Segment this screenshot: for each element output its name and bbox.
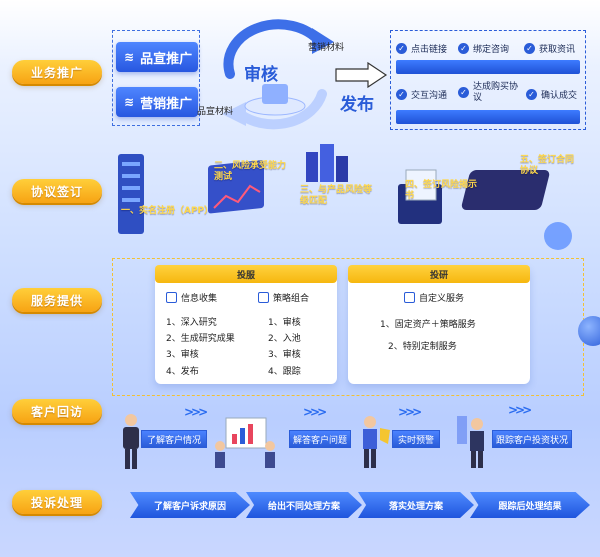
check-icon: ✓ (458, 43, 469, 54)
review-device (262, 84, 288, 104)
steps-band-top (396, 60, 580, 74)
research-panel: 投研 (348, 265, 530, 384)
check-icon: ✓ (526, 89, 537, 100)
chevron-right-icon: >>> (398, 405, 422, 419)
advisor-figure (123, 414, 139, 469)
tablet (461, 170, 550, 210)
step-confirm-deal: ✓ 确认成交 (526, 88, 577, 101)
step-bind-consult-label: 绑定咨询 (473, 45, 510, 55)
settings-icon (404, 292, 415, 303)
agreement-step-2: 二、风险承受能力测试 (214, 161, 287, 183)
category-agreement-signing: 协议签订 (12, 179, 102, 203)
meeting-figure (215, 417, 275, 468)
strategy-item-4: 4、跟踪 (268, 367, 301, 377)
chevron-right-icon: >>> (508, 403, 532, 417)
research-item-1: 1、固定资产＋策略服务 (380, 320, 476, 330)
steps-band-bottom (396, 110, 580, 124)
review-cycle-graphic (222, 19, 334, 130)
research-title: 投研 (348, 265, 530, 283)
step-get-info-label: 获取资讯 (539, 45, 576, 55)
complaint-step-1: 了解客户诉求原因 (130, 492, 250, 518)
stack-icon: ≋ (124, 95, 135, 109)
category-customer-visit: 客户回访 (12, 399, 102, 423)
category-service-provision: 服务提供 (12, 288, 102, 312)
visit-track-investment: 跟踪客户投资状况 (492, 430, 572, 448)
step-confirm-deal-label: 确认成交 (541, 91, 578, 101)
research-item-2: 2、特别定制服务 (388, 342, 457, 352)
info-item-2: 2、生成研究成果 (166, 334, 235, 344)
cycle-arrow-bottom (235, 89, 327, 130)
chevron-right-icon: >>> (303, 405, 327, 419)
decorative-orb (578, 316, 600, 346)
publish-title: 发布 (340, 95, 374, 115)
step-interact: ✓ 交互沟通 (396, 88, 447, 101)
advisory-title: 投服 (155, 265, 337, 283)
promotion-channel-box (112, 30, 200, 126)
marketing-promotion-button: ≋ 营销推广 (116, 87, 198, 117)
customer-steps-box (390, 30, 586, 130)
agreement-illustration (118, 144, 572, 250)
strategy-item-2: 2、入池 (268, 334, 301, 344)
check-icon: ✓ (396, 89, 407, 100)
visit-understand-customer: 了解客户情况 (141, 430, 207, 448)
cycle-arrow-top (223, 19, 325, 79)
cycle-arrowhead-top (312, 28, 334, 54)
visit-answer-questions: 解答客户问题 (289, 430, 351, 448)
brand-promotion-label: 品宣推广 (140, 51, 193, 67)
step-click-link-label: 点击链接 (411, 45, 448, 55)
tracking-figure (457, 416, 484, 468)
info-collection-label: 信息收集 (181, 294, 218, 304)
agreement-step-5: 五、签订合同协议 (520, 155, 575, 177)
strategy-combo-label: 策略组合 (273, 294, 310, 304)
strategy-combo-title: 策略组合 (258, 291, 309, 304)
complaint-step-3: 落实处理方案 (358, 492, 474, 518)
building (306, 152, 318, 182)
complaint-step-4: 跟踪后处理结果 (470, 492, 590, 518)
check-icon: ✓ (524, 43, 535, 54)
step-click-link: ✓ 点击链接 (396, 42, 447, 55)
cycle-arrowhead-bottom (222, 102, 246, 126)
chart-line (213, 184, 261, 209)
agreement-step-3: 三、与产品风险等级匹配 (300, 185, 373, 207)
check-icon: ✓ (458, 87, 469, 99)
agreement-step-4: 四、签订风险揭示书 (405, 180, 478, 202)
info-collection-title: 信息收集 (166, 291, 217, 304)
advisory-panel: 投服 (155, 265, 337, 384)
document-sheet (405, 169, 437, 201)
check-icon: ✓ (396, 43, 407, 54)
strategy-item-3: 3、审核 (268, 350, 301, 360)
custom-service-title: 自定义服务 (404, 291, 464, 304)
brand-material-label: 品宣材料 (197, 107, 234, 117)
step-get-info: ✓ 获取资讯 (524, 42, 575, 55)
category-complaint-handling: 投诉处理 (12, 490, 102, 514)
stack-icon: ≋ (124, 50, 135, 64)
marketing-material-label: 营销材料 (308, 43, 345, 53)
publish-arrow-icon (335, 62, 388, 88)
complaint-step-2: 给出不同处理方案 (246, 492, 362, 518)
step-bind-consult: ✓ 绑定咨询 (458, 42, 509, 55)
portfolio-icon (258, 292, 269, 303)
brand-promotion-button: ≋ 品宣推广 (116, 42, 198, 72)
visit-real-time-warning: 实时预警 (392, 430, 440, 448)
step-purchase-agreement-label: 达成购买协议 (473, 82, 519, 103)
info-item-3: 3、审核 (166, 350, 199, 360)
warning-figure (363, 416, 390, 468)
agreement-step-1: 一、实名注册（APP） (121, 206, 214, 216)
chevron-right-icon: >>> (184, 405, 208, 419)
checklist-icon (166, 292, 177, 303)
orb (544, 222, 572, 250)
review-title: 审核 (244, 65, 278, 85)
custom-service-label: 自定义服务 (419, 294, 465, 304)
marketing-promotion-label: 营销推广 (140, 96, 193, 112)
category-business-promotion: 业务推广 (12, 60, 102, 84)
step-interact-label: 交互沟通 (411, 91, 448, 101)
info-item-4: 4、发布 (166, 367, 199, 377)
info-item-1: 1、深入研究 (166, 318, 217, 328)
strategy-item-1: 1、审核 (268, 318, 301, 328)
step-purchase-agreement: ✓ 达成购买协议 (458, 82, 524, 104)
